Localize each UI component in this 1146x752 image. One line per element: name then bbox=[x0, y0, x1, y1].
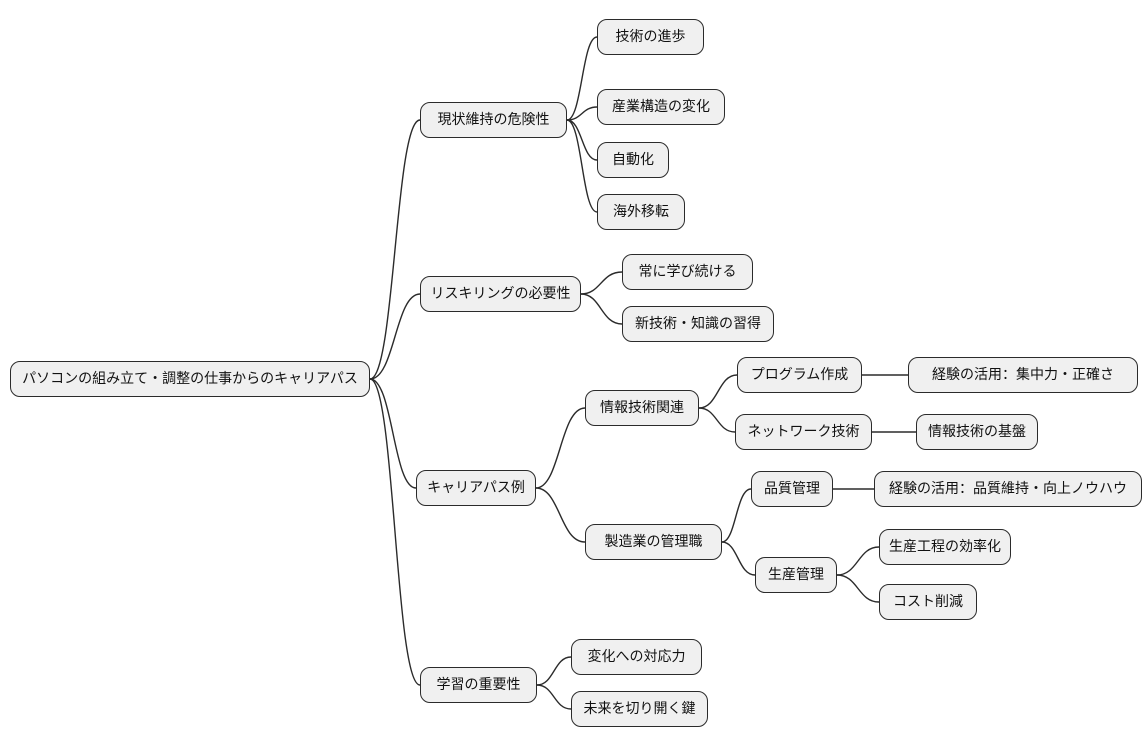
node-career-path-examples: キャリアパス例 bbox=[416, 470, 536, 506]
node-experience-quality-knowhow: 経験の活用：品質維持・向上ノウハウ bbox=[874, 471, 1142, 507]
edge-production-to-efficiency bbox=[836, 546, 880, 576]
edge-reskilling-to-keep-learning bbox=[580, 271, 623, 295]
node-automation: 自動化 bbox=[597, 142, 669, 178]
node-quality-control: 品質管理 bbox=[751, 471, 833, 507]
node-keep-learning: 常に学び続ける bbox=[622, 254, 753, 290]
edge-root-to-status-quo-risk bbox=[369, 119, 421, 380]
node-importance-of-learning: 学習の重要性 bbox=[420, 667, 537, 703]
node-programming: プログラム作成 bbox=[737, 357, 862, 393]
edge-career-to-manufacturing-management bbox=[535, 487, 586, 543]
node-key-to-future: 未来を切り開く鍵 bbox=[571, 691, 708, 727]
node-network-tech: ネットワーク技術 bbox=[735, 414, 872, 450]
edge-manufacturing-to-quality-control bbox=[721, 488, 752, 543]
node-status-quo-risk: 現状維持の危険性 bbox=[420, 102, 567, 138]
edge-status-quo-to-industry-change bbox=[566, 106, 598, 121]
node-cost-reduction: コスト削減 bbox=[879, 584, 977, 620]
node-offshoring: 海外移転 bbox=[597, 194, 685, 230]
node-it-foundation: 情報技術の基盤 bbox=[916, 414, 1038, 450]
node-it-related: 情報技術関連 bbox=[585, 390, 699, 426]
edge-status-quo-to-offshoring bbox=[566, 119, 598, 213]
edge-production-to-cost-reduction bbox=[836, 574, 880, 603]
edge-it-to-network-tech bbox=[698, 407, 736, 433]
edge-reskilling-to-new-skills bbox=[580, 293, 623, 325]
edge-status-quo-to-automation bbox=[566, 119, 598, 161]
node-production-management: 生産管理 bbox=[755, 557, 837, 593]
edge-root-to-importance-of-learning bbox=[369, 378, 421, 686]
node-root: パソコンの組み立て・調整の仕事からのキャリアパス bbox=[10, 361, 370, 397]
edge-status-quo-to-tech-progress bbox=[566, 36, 598, 121]
node-industry-change: 産業構造の変化 bbox=[597, 89, 725, 125]
edge-root-to-career-path-examples bbox=[369, 378, 417, 489]
node-manufacturing-management: 製造業の管理職 bbox=[585, 524, 722, 560]
node-new-skills: 新技術・知識の習得 bbox=[622, 306, 774, 342]
node-tech-progress: 技術の進歩 bbox=[597, 19, 704, 55]
edge-learning-to-adaptability bbox=[536, 656, 572, 686]
node-production-efficiency: 生産工程の効率化 bbox=[879, 529, 1011, 565]
edge-career-to-it-related bbox=[535, 407, 586, 489]
edge-manufacturing-to-production-mgmt bbox=[721, 541, 756, 576]
node-experience-focus-accuracy: 経験の活用：集中力・正確さ bbox=[908, 357, 1138, 393]
edge-root-to-reskilling-necessity bbox=[369, 293, 421, 380]
node-adaptability: 変化への対応力 bbox=[571, 639, 702, 675]
edge-it-to-programming bbox=[698, 374, 738, 409]
edge-learning-to-key-to-future bbox=[536, 684, 572, 710]
node-reskilling-necessity: リスキリングの必要性 bbox=[420, 276, 581, 312]
